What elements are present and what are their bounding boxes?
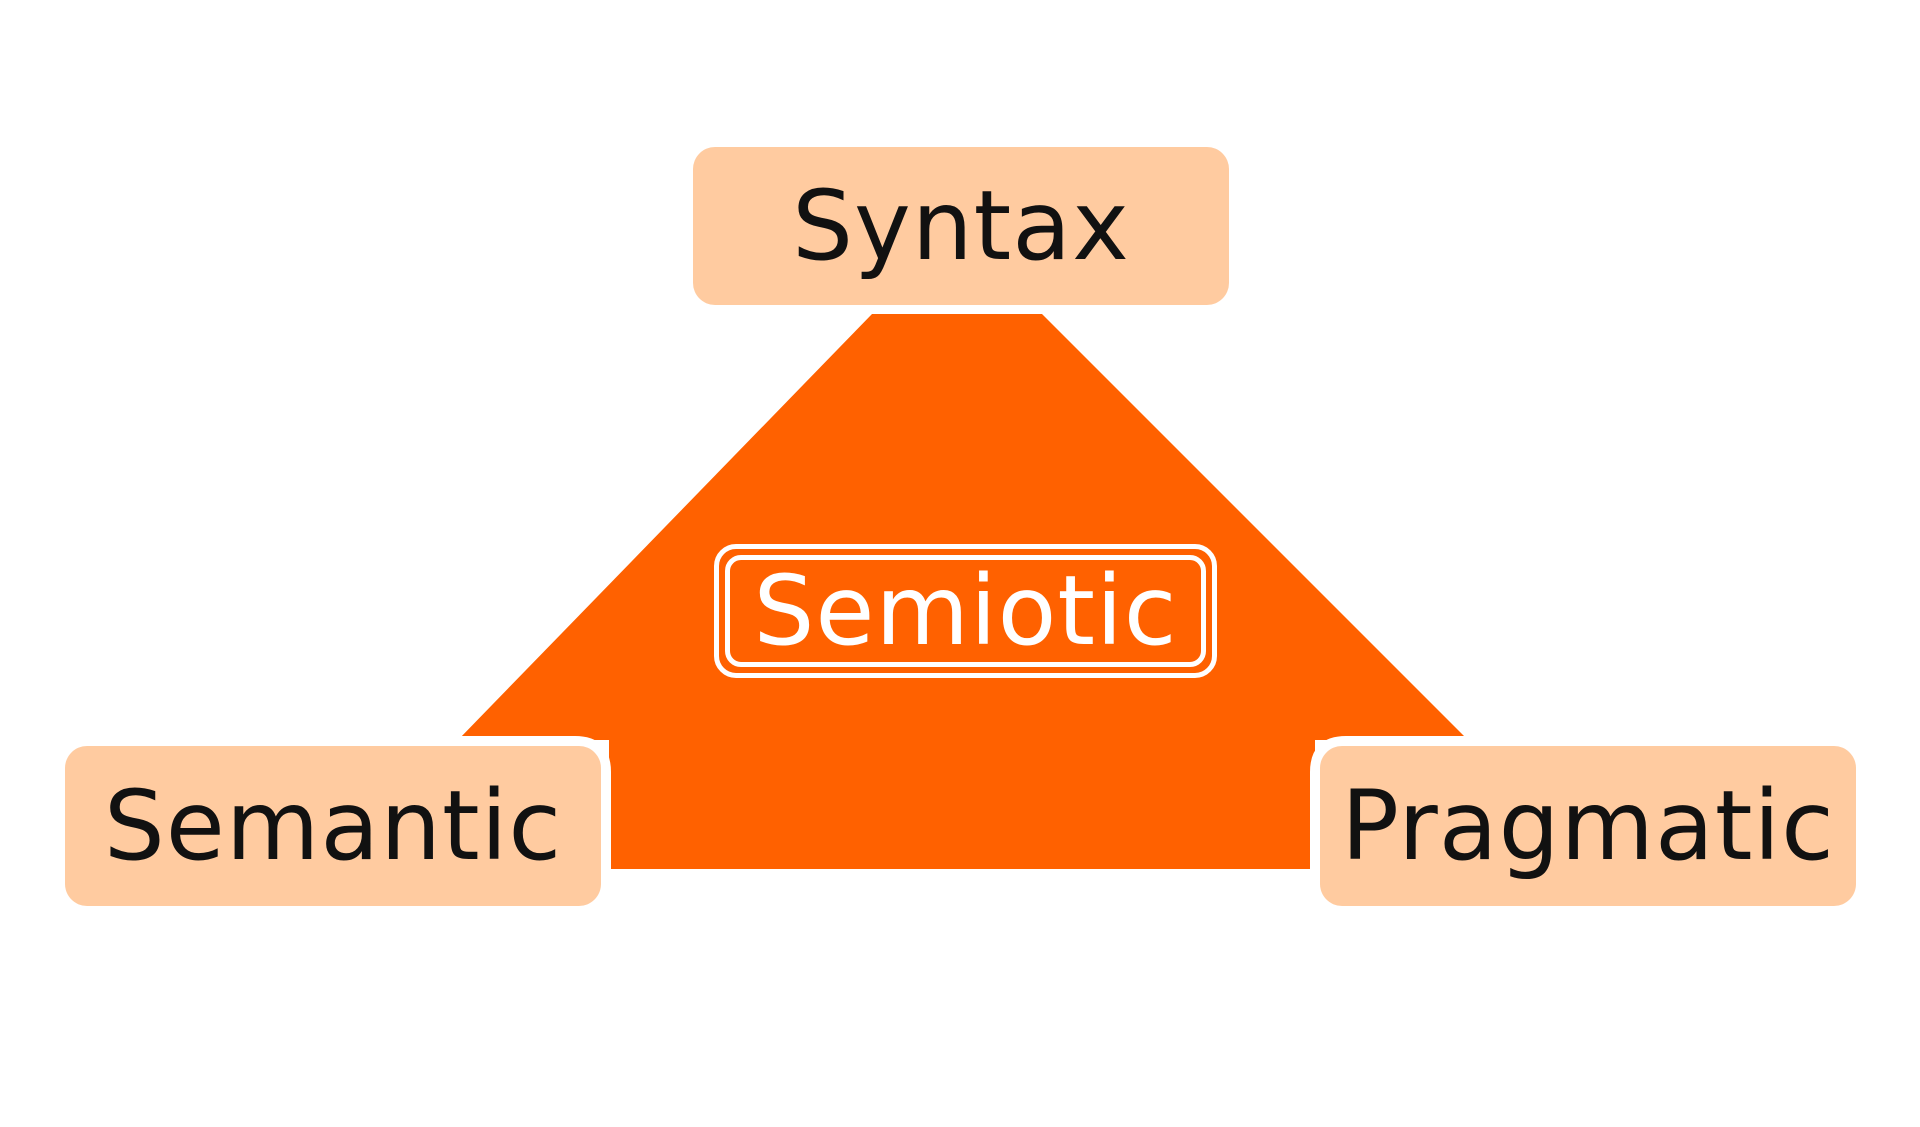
semiotic-inner-border	[725, 555, 1206, 667]
pragmatic-label: Pragmatic	[1341, 770, 1835, 882]
right-corner-ring	[1310, 736, 1468, 869]
semiotic-label: Semiotic	[753, 555, 1178, 667]
syntax-node: Syntax	[693, 147, 1229, 305]
semiotic-center-box: Semiotic	[714, 544, 1217, 678]
semantic-label: Semantic	[103, 770, 563, 882]
left-corner-ring	[458, 736, 611, 869]
triangle-body	[458, 314, 1468, 869]
pragmatic-node: Pragmatic	[1320, 746, 1856, 906]
semantic-node: Semantic	[65, 746, 601, 906]
syntax-label: Syntax	[792, 170, 1130, 282]
